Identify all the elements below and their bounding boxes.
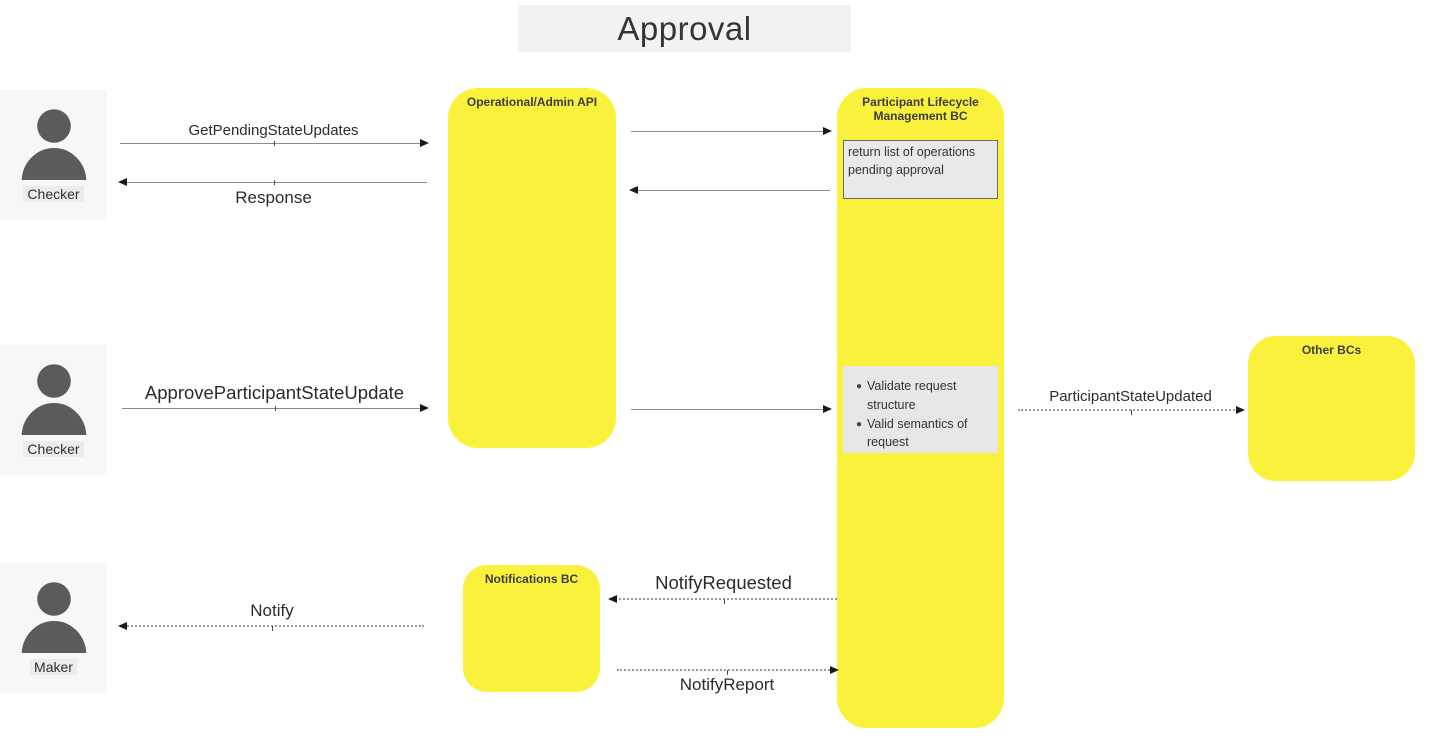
bullet-icon: ●	[855, 418, 863, 430]
component-title: Participant Lifecycle Management BC	[862, 95, 979, 124]
person-icon	[17, 582, 90, 655]
arrow-line	[631, 190, 830, 191]
arrowhead-left	[608, 595, 617, 603]
arrowhead-right	[420, 139, 429, 147]
arrowhead-right	[823, 127, 832, 135]
message-label: Notify	[250, 601, 294, 620]
component-other-bcs: Other BCs	[1248, 336, 1415, 481]
actor-label: Maker	[30, 659, 77, 675]
arrow-midpoint-tick	[1130, 410, 1132, 415]
arrowhead-right	[420, 404, 429, 412]
note-text: Valid semantics of request	[867, 416, 968, 450]
arrow-midpoint-tick	[273, 180, 275, 185]
arrow-midpoint-tick	[274, 406, 276, 411]
person-icon	[17, 364, 90, 437]
message-label: NotifyRequested	[655, 572, 792, 593]
arrowhead-right	[823, 405, 832, 413]
message-label: GetPendingStateUpdates	[188, 122, 359, 139]
component-title: Operational/Admin API	[466, 95, 598, 109]
arrowhead-left	[118, 178, 127, 186]
arrow-line	[631, 409, 830, 410]
bullet-icon: ●	[855, 381, 863, 392]
component-operational-admin-api: Operational/Admin API	[448, 88, 616, 448]
arrow-midpoint-tick	[723, 599, 725, 604]
actor-label: Checker	[23, 441, 84, 457]
note-bullet-item: ● Valid semantics of request	[851, 415, 992, 453]
message-label: NotifyReport	[679, 675, 775, 694]
message-label: ApproveParticipantStateUpdate	[144, 382, 405, 403]
actor-maker: Maker	[0, 563, 107, 693]
actor-label: Checker	[23, 186, 84, 202]
arrowhead-right	[830, 666, 839, 674]
arrow-midpoint-tick	[727, 670, 728, 675]
arrowhead-left	[629, 186, 638, 194]
actor-checker-middle: Checker	[0, 345, 107, 475]
message-label: Response	[235, 188, 312, 207]
note-text: return list of operations pending approv…	[848, 145, 976, 177]
arrow-midpoint-tick	[273, 141, 275, 146]
component-title: Notifications BC	[484, 572, 579, 586]
arrow-line	[631, 131, 830, 132]
arrow-midpoint-tick	[272, 626, 273, 631]
component-title: Other BCs	[1301, 343, 1362, 357]
note-return-list: return list of operations pending approv…	[843, 140, 998, 199]
note-text: Validate request structure	[867, 379, 957, 412]
person-icon	[17, 109, 90, 182]
actor-checker-top: Checker	[0, 90, 107, 220]
message-label: ParticipantStateUpdated	[1049, 388, 1212, 405]
note-bullet-item: ● Validate request structure	[851, 377, 992, 415]
arrowhead-left	[118, 622, 127, 630]
diagram-title: Approval	[617, 9, 752, 47]
component-notifications-bc: Notifications BC	[463, 565, 600, 692]
diagram-title-band: Approval	[518, 5, 851, 52]
arrowhead-right	[1236, 406, 1245, 414]
note-validation: ● Validate request structure ● Valid sem…	[843, 366, 998, 453]
